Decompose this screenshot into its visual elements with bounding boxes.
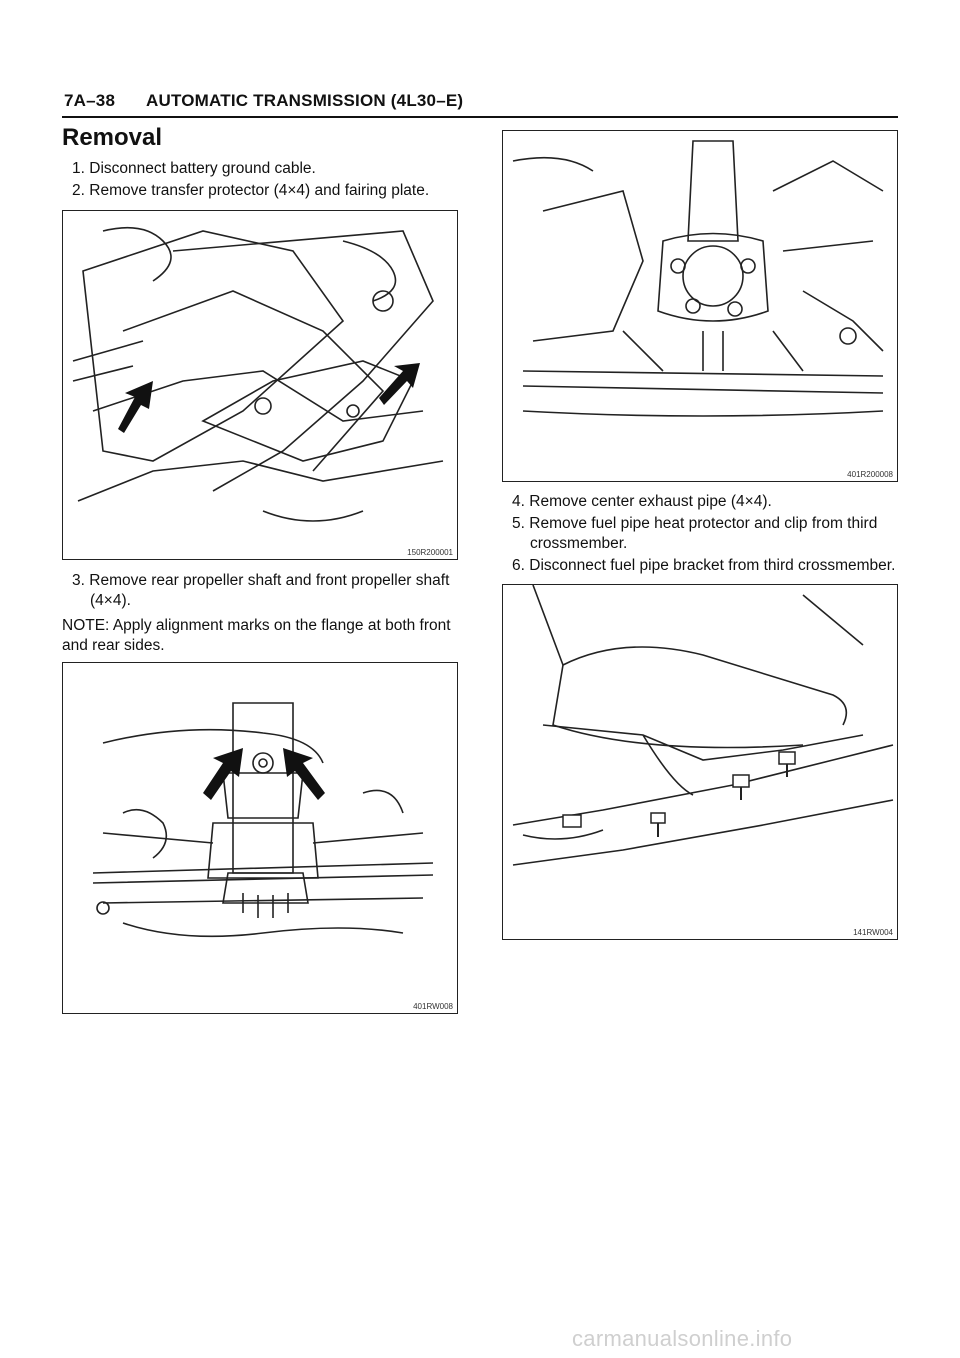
figure-front-propeller-shaft: 401R200008 (502, 130, 898, 482)
figure-id: 401R200008 (847, 470, 893, 479)
step-5: 5. Remove fuel pipe heat protector and c… (512, 514, 877, 534)
step-text: Remove fuel pipe heat protector and clip… (529, 515, 878, 532)
step-3: 3. Remove rear propeller shaft and front… (72, 571, 449, 591)
step-text: Remove center exhaust pipe (4×4). (529, 493, 772, 510)
step-number: 1. (72, 160, 85, 177)
figure-id: 401RW008 (413, 1002, 453, 1011)
figure-fuel-pipe-heat-protector: 141RW004 (502, 584, 898, 940)
step-number: 3. (72, 572, 85, 589)
section-heading: Removal (62, 124, 163, 151)
figure-id: 150R200001 (407, 548, 453, 557)
figure-propeller-shaft-flange: 401RW008 (62, 662, 458, 1014)
step-text: Disconnect battery ground cable. (89, 160, 316, 177)
step-text: Disconnect fuel pipe bracket from third … (529, 557, 896, 574)
step-2: 2. Remove transfer protector (4×4) and f… (72, 181, 429, 201)
section-title: AUTOMATIC TRANSMISSION (4L30–E) (146, 91, 464, 110)
watermark: carmanualsonline.info (572, 1326, 793, 1351)
note-line-2: and rear sides. (62, 637, 165, 654)
figure-id: 141RW004 (853, 928, 893, 937)
page-header: 7A–38 AUTOMATIC TRANSMISSION (4L30–E) (64, 91, 463, 111)
front-propeller-shaft-illustration-icon (512, 140, 884, 417)
step-number: 6. (512, 557, 525, 574)
header-rule (62, 116, 898, 118)
transfer-protector-illustration-icon (72, 226, 444, 522)
step-1: 1. Disconnect battery ground cable. (72, 159, 316, 179)
step-5-continued: crossmember. (530, 535, 628, 552)
step-text: Remove transfer protector (4×4) and fair… (89, 182, 430, 199)
step-3-continued: (4×4). (90, 592, 131, 609)
step-6: 6. Disconnect fuel pipe bracket from thi… (512, 556, 895, 576)
figure-transfer-protector: 150R200001 (62, 210, 458, 560)
propeller-shaft-flange-illustration-icon (92, 702, 434, 938)
step-4: 4. Remove center exhaust pipe (4×4). (512, 492, 772, 512)
step-number: 2. (72, 182, 85, 199)
page-number: 7A–38 (64, 91, 116, 110)
note-line-1: NOTE: Apply alignment marks on the flang… (62, 617, 451, 634)
step-text: Remove rear propeller shaft and front pr… (89, 572, 450, 589)
fuel-pipe-heat-protector-illustration-icon (512, 585, 894, 866)
step-number: 5. (512, 515, 525, 532)
step-number: 4. (512, 493, 525, 510)
